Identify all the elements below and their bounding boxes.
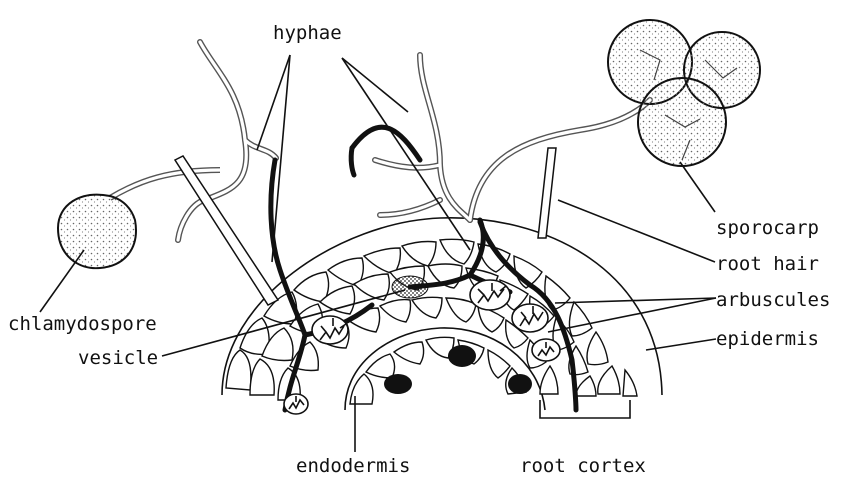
label-vesicle: vesicle — [78, 349, 158, 368]
chlamydospore-drawing — [58, 195, 136, 269]
label-root-cortex: root cortex — [520, 457, 646, 476]
label-sporocarp: sporocarp — [716, 219, 819, 238]
label-epidermis: epidermis — [716, 330, 819, 349]
label-root-hair: root hair — [716, 255, 819, 274]
label-endodermis: endodermis — [296, 457, 410, 476]
label-chlamydospore: chlamydospore — [8, 315, 157, 334]
label-arbuscules: arbuscules — [716, 291, 830, 310]
sporocarp-drawing — [608, 20, 760, 166]
label-hyphae: hyphae — [273, 24, 342, 43]
endodermis-cells — [350, 337, 526, 404]
